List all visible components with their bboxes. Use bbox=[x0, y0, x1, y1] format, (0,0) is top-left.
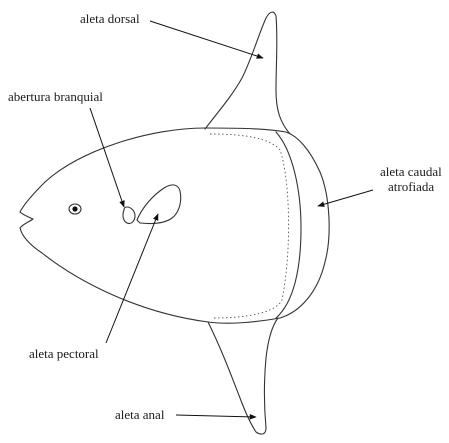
anal-fin-leader bbox=[176, 415, 256, 417]
pectoral-fin-label: aleta pectoral bbox=[29, 346, 99, 361]
gill-opening-label: abertura branquial bbox=[8, 89, 103, 104]
gill-opening-shape bbox=[123, 207, 135, 224]
dorsal-fin-leader bbox=[150, 21, 263, 58]
dotted-body-contour bbox=[210, 134, 289, 318]
anal-fin-label: aleta anal bbox=[115, 407, 165, 422]
caudal-fin-label-line1: aleta caudal bbox=[380, 164, 442, 179]
dorsal-fin-shape bbox=[205, 12, 290, 134]
fish-body bbox=[20, 128, 329, 323]
dorsal-fin-label: aleta dorsal bbox=[80, 11, 140, 26]
pectoral-fin-shape bbox=[137, 185, 181, 224]
pectoral-fin-leader bbox=[106, 214, 158, 343]
eye bbox=[69, 204, 81, 214]
body-outline bbox=[20, 128, 329, 323]
gill-opening-leader bbox=[90, 108, 124, 207]
caudal-fin-label-line2: atrofiada bbox=[388, 179, 434, 194]
